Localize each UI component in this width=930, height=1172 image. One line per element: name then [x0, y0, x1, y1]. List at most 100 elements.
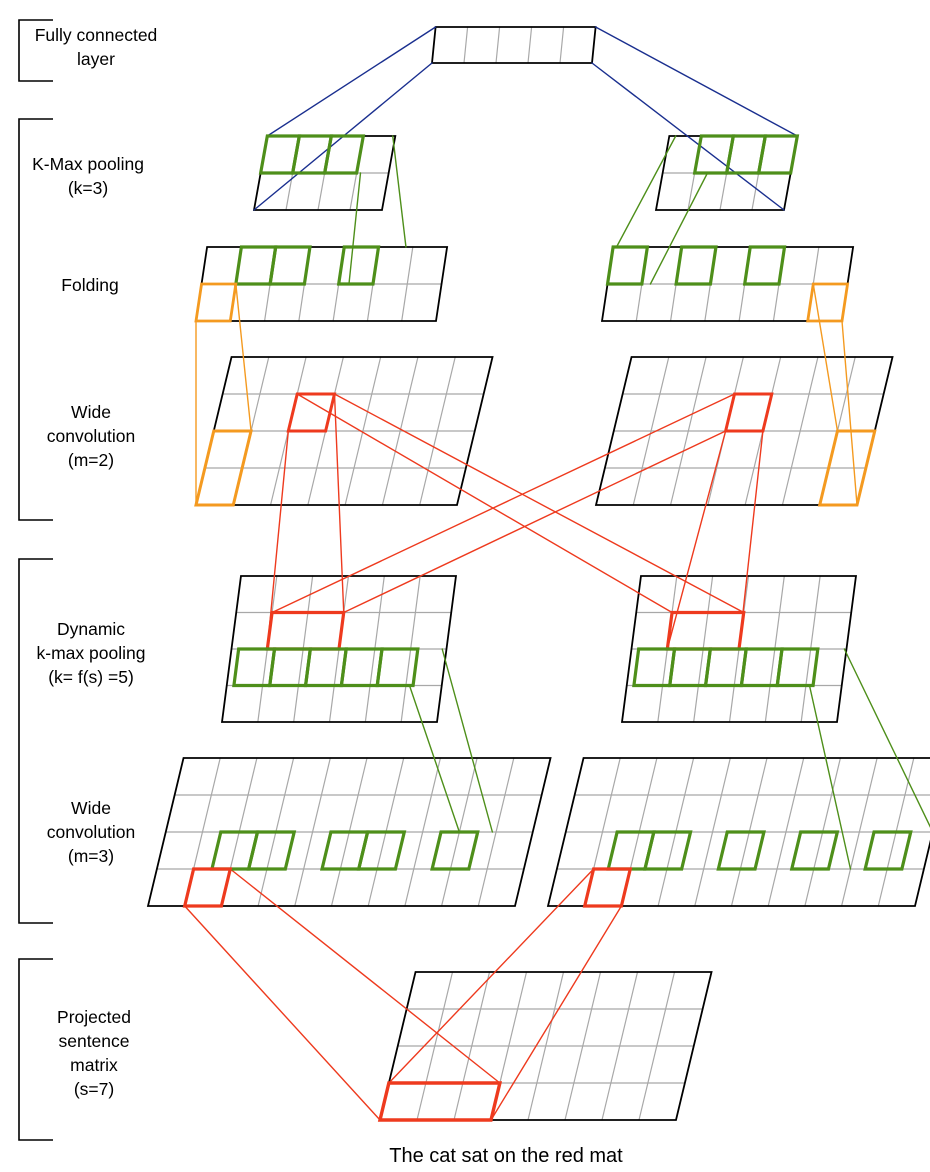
label-line: (s=7): [73, 1079, 115, 1099]
conv2-orange-filter: [817, 429, 877, 507]
sentence-link-line: [229, 868, 501, 1084]
fully-connected-grid-column-line: [559, 26, 565, 64]
kmax-link-line: [392, 135, 407, 248]
dynamic-green-cell: [739, 647, 784, 688]
label-line: K-Max pooling: [32, 154, 144, 174]
layer-brackets: [18, 19, 53, 1141]
folding-cell: [674, 245, 718, 286]
label-line: (k= f(s) =5): [48, 667, 134, 687]
label-wide-convolution-m2: Wide convolution (m=2): [47, 400, 136, 472]
label-folding: Folding: [61, 273, 118, 297]
conv-link-line: [271, 393, 736, 614]
folding-orange-cell: [194, 282, 238, 323]
conv2-orange-filter: [194, 429, 253, 507]
conv3-green-cell: [716, 830, 766, 871]
label-line: Fully connected: [34, 25, 158, 45]
dynamic-green-cell: [339, 647, 384, 688]
feature-map-grids: [146, 26, 930, 1121]
dynamic-green-cell: [667, 647, 713, 688]
bracket-fully-connected: [18, 19, 53, 82]
folding-cell: [605, 245, 650, 286]
label-line: Folding: [61, 275, 119, 295]
conv-link-line: [296, 393, 673, 614]
folding-cell: [742, 245, 787, 286]
folding-orange-cell: [806, 282, 850, 323]
dynamic-green-cell: [632, 647, 677, 688]
label-kmax-pooling: K-Max pooling (k=3): [32, 152, 144, 200]
dynamic-green-cell: [303, 647, 348, 688]
label-projected-sentence-matrix: Projected sentence matrix (s=7): [57, 1005, 131, 1101]
dynamic-green-cell: [267, 647, 313, 688]
label-line: Projected: [57, 1007, 131, 1027]
conv3-green-cell: [430, 830, 480, 871]
fully-connected-grid-column-line: [463, 26, 469, 64]
sentence-red-row: [377, 1081, 503, 1122]
conv-link-line: [333, 393, 345, 614]
conv3-right-grid-outline: [546, 757, 930, 907]
label-line: layer: [77, 49, 115, 69]
label-line: sentence: [58, 1031, 130, 1051]
folding-cell: [336, 245, 381, 286]
conv3-green-cell: [642, 830, 693, 871]
label-line: convolution: [46, 822, 136, 842]
conv3-green-cell: [246, 830, 297, 871]
label-line: (m=2): [67, 450, 115, 470]
bracket-input: [18, 958, 53, 1141]
fully-connected-grid-column-line: [495, 26, 501, 64]
dynamic-kmax-right-grid-outline: [620, 575, 858, 723]
dynamic-green-cell: [703, 647, 748, 688]
folding-link-line: [841, 320, 858, 506]
bracket-layer-one: [18, 558, 53, 924]
conv3-green-cell: [863, 830, 913, 871]
label-line: Dynamic: [56, 619, 126, 639]
conv3-green-cell: [789, 830, 840, 871]
conv2-red-cell: [723, 392, 774, 433]
dynamic-green-cell: [375, 647, 420, 688]
label-fully-connected: Fully connected layer: [35, 23, 158, 71]
label-line: (k=3): [67, 178, 109, 198]
conv3-left-grid-outline: [146, 757, 552, 907]
dynamic-link-line: [408, 684, 461, 833]
label-line: convolution: [46, 426, 136, 446]
label-line: matrix: [70, 1055, 118, 1075]
label-wide-convolution-m3: Wide convolution (m=3): [47, 796, 136, 868]
fc-link-line: [591, 62, 785, 211]
conv2-red-cell: [286, 392, 337, 433]
kmax-link-line: [348, 172, 362, 285]
folding-cell: [268, 245, 312, 286]
conv-link-line: [666, 430, 727, 650]
folding-link-line: [812, 283, 839, 432]
conv-link-line: [333, 393, 745, 614]
kmax-link-line: [649, 172, 709, 285]
conv-link-line: [343, 430, 727, 614]
label-line: Wide: [71, 798, 111, 818]
label-line: (m=3): [67, 846, 115, 866]
connection-lines: [183, 26, 930, 1121]
sentence-link-line: [183, 905, 381, 1121]
dynamic-kmax-left-grid-outline: [220, 575, 458, 723]
sentence-caption: The cat sat on the red mat: [389, 1145, 623, 1167]
kmax-cell: [322, 134, 366, 175]
kmax-cell: [756, 134, 800, 175]
sentence-matrix-grid-outline: [378, 971, 713, 1121]
sentence-link-line: [490, 905, 623, 1121]
dynamic-green-cell: [232, 647, 277, 688]
bracket-layer-two: [18, 118, 53, 521]
label-dynamic-kmax-pooling: Dynamic k-max pooling (k= f(s) =5): [37, 617, 146, 689]
fc-link-line: [266, 26, 437, 137]
dynamic-link-line: [843, 648, 930, 828]
dynamic-link-line: [808, 684, 852, 870]
fully-connected-grid-column-line: [527, 26, 533, 64]
highlight-cells: [182, 134, 913, 1122]
kmax-link-line: [615, 135, 677, 248]
label-line: Wide: [71, 402, 111, 422]
conv3-green-cell: [356, 830, 407, 871]
fully-connected-grid-outline: [431, 26, 597, 64]
dynamic-green-cell: [775, 647, 820, 688]
conv3-red-cell: [582, 867, 633, 908]
folding-link-line: [235, 283, 252, 432]
fc-link-line: [594, 26, 799, 137]
sentence-link-line: [388, 868, 595, 1084]
label-line: k-max pooling: [36, 643, 146, 663]
